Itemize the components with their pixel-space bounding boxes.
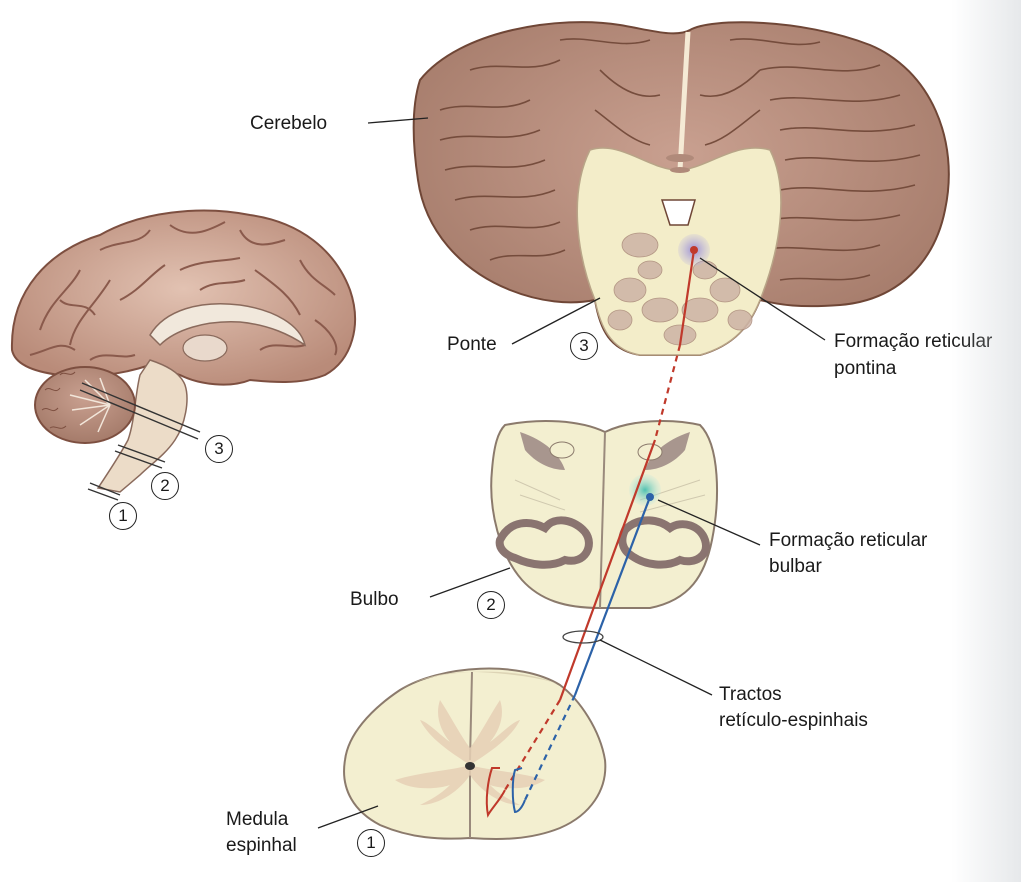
label-formacao-bulbar-2: bulbar [769,556,822,577]
label-tractos-1: Tractos [719,684,782,705]
brain-section-number-3: 3 [205,435,233,463]
fourth-ventricle [660,199,696,226]
label-formacao-pontina-1: Formação reticular [834,331,993,352]
reticulospinal-tracts [485,249,696,818]
medulla-section [490,419,718,609]
label-formacao-pontina-2: pontina [834,358,897,379]
label-formacao-bulbar-1: Formação reticular [769,530,928,551]
leader-lines [317,117,826,829]
cerebellum-sagittal [34,366,136,444]
folia [439,38,921,281]
cerebrum [10,209,357,386]
label-cerebelo: Cerebelo [250,113,328,134]
section-lines [79,382,201,501]
cerebellum-pons-section [412,21,950,356]
olive-right [618,516,710,569]
grey-matter [395,765,545,805]
tract-marker [562,630,604,644]
pontine-nuclei [607,232,753,346]
medula-section-number: 1 [357,829,385,857]
brain-section-number-1: 1 [109,502,137,530]
cerebrum-gyri [29,221,338,361]
label-bulbo: Bulbo [350,589,399,610]
label-medula-2: espinhal [226,835,297,856]
bulbo-section-number: 2 [477,591,505,619]
olive-left [495,516,593,569]
thalamus [182,334,228,362]
spinal-cord-section [343,667,607,840]
brain-section-number-2: 2 [151,472,179,500]
sagittal-brain [10,209,357,501]
brainstem [96,359,188,493]
label-medula-1: Medula [226,809,289,830]
corpus-callosum [149,303,307,347]
label-ponte: Ponte [447,334,497,355]
page-edge-shadow [951,0,1021,882]
ponte-section-number: 3 [570,332,598,360]
label-tractos-2: retículo-espinhais [719,710,868,731]
